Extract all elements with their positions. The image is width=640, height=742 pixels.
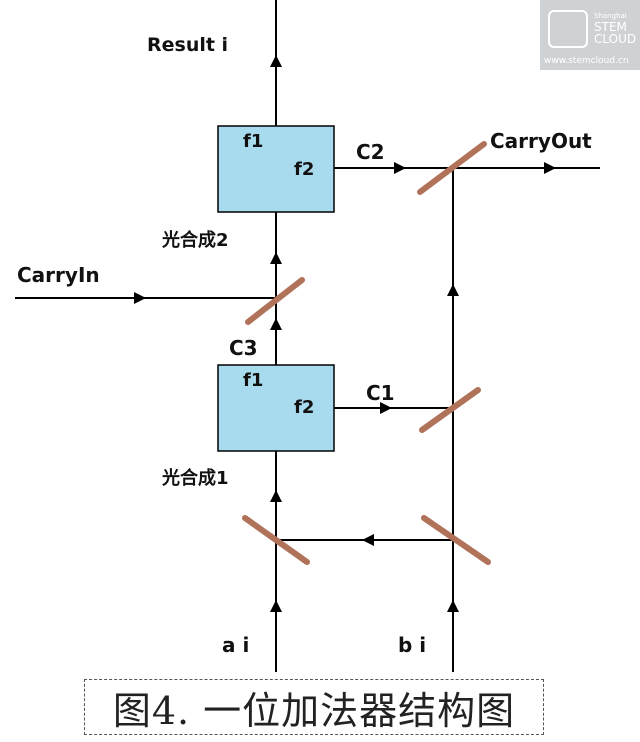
figure-caption-text: 图4. 一位加法器结构图: [112, 688, 516, 733]
stemcloud-logo-icon: [548, 10, 588, 48]
arrow-up-ai: [270, 600, 282, 612]
c2-label: C2: [356, 140, 385, 164]
result-label: Result i: [147, 34, 228, 56]
arrow-left-bi: [362, 534, 374, 546]
arrow-up-result: [270, 55, 282, 67]
carryout-label: CarryOut: [490, 129, 592, 153]
c3-label: C3: [229, 336, 258, 360]
combine2-label: 光合成2: [161, 229, 229, 251]
lower-box-f1: f1: [243, 370, 263, 391]
mirror-bi: [421, 515, 491, 565]
logo-line-1: STEM: [594, 20, 627, 34]
logo-url: www.stemcloud.cn: [544, 56, 629, 66]
mirror-carryout: [417, 141, 487, 195]
combine1-label: 光合成1: [161, 467, 229, 489]
mirror-carryin: [245, 277, 305, 325]
arrow-up-bi: [447, 600, 459, 612]
ai-label: a i: [222, 633, 249, 657]
lower-logic-box: [217, 364, 335, 452]
arrow-right-carryout: [544, 162, 556, 174]
lower-box-f2: f2: [294, 397, 314, 418]
logo-line-2: CLOUD: [594, 32, 637, 46]
arrow-up-combine2: [270, 252, 282, 264]
stemcloud-logo: Shanghai STEM CLOUD www.stemcloud.cn: [540, 0, 640, 70]
arrow-right-c2: [394, 162, 406, 174]
mirror-ai: [242, 515, 310, 565]
upper-box-f1: f1: [243, 131, 263, 152]
logo-small-text: Shanghai: [594, 12, 627, 20]
carryin-label: CarryIn: [17, 263, 100, 287]
upper-logic-box: [217, 125, 335, 213]
bi-label: b i: [398, 633, 426, 657]
arrow-up-combine1: [270, 490, 282, 502]
mirror-c1: [419, 387, 481, 433]
c1-label: C1: [366, 381, 395, 405]
figure-caption: 图4. 一位加法器结构图: [84, 679, 544, 735]
arrow-up-right-upper: [447, 284, 459, 296]
arrow-right-c1: [380, 402, 392, 414]
upper-box-f2: f2: [294, 159, 314, 180]
arrow-right-carryin: [134, 292, 146, 304]
arrow-up-c3: [270, 318, 282, 330]
